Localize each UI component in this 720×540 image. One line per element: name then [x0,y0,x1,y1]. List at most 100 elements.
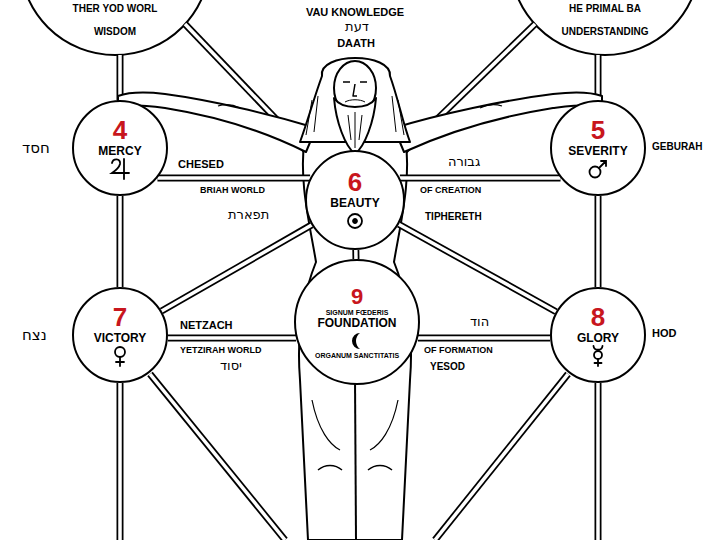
planet-symbol-part [115,347,125,357]
path-connector-core [418,336,550,340]
path-line [117,383,124,540]
planet-symbol-part [594,351,602,359]
figure-knees [318,466,392,471]
path-connector-core [157,176,310,180]
binah-circle [510,0,700,55]
hebrew-name: דעת [345,20,369,35]
sephira-title: DAATH [337,37,375,50]
path-connector [418,338,550,339]
sephira-circle: 4MERCY [72,100,168,196]
path-connector-outline [400,175,561,182]
sephira-circle: 9SIGNUM FŒDERISFOUNDATION ORGANUM SANCTIT… [294,259,420,385]
sephira-circle: 7VICTORY [72,287,168,383]
sephira-name: GLORY [577,332,619,345]
planet-symbol-part [599,161,606,168]
sephira-circle: 5SEVERITY [550,100,646,196]
sephira-title: CHESED [178,158,224,171]
sephira-number: 4 [113,116,127,145]
path-connector [162,225,312,311]
path-line-core [150,374,285,540]
sephira-number: 8 [591,303,605,332]
sephira-circle: 8GLORY [550,287,646,383]
path-connector [157,178,310,179]
path-connector-outline [352,250,359,259]
figure-beard-strands [345,100,365,148]
planet-symbol [343,210,367,232]
planet-symbol [586,345,610,367]
hebrew-name: הוד [470,315,489,330]
path-connector-outline [162,225,312,311]
path-connector [120,196,121,287]
hebrew-name: חסד [22,140,50,157]
world-label: OF CREATION [420,185,481,195]
sephira-number: 5 [591,116,605,145]
planet-symbol-part [112,159,129,179]
path-line-core [435,374,568,540]
planet-symbol [108,345,132,367]
sephira-name: MERCY [98,145,141,158]
figure-features [343,82,367,96]
sephira-name: SEVERITY [568,145,627,158]
path-connector-core [118,196,122,287]
planet-symbol-part [348,214,362,228]
sephira-inscription: THER YOD WORL [73,3,158,15]
path-connector-core [354,250,358,259]
path-connector-outline [418,335,550,342]
figure-leg-line [355,378,356,540]
sephira-title: HOD [652,327,676,340]
planet-symbol [586,158,610,180]
path-connector [168,338,296,339]
path-line [117,55,124,100]
sephira-title: NETZACH [180,319,233,332]
path-line-core [118,55,122,100]
hebrew-name: גבורה [448,155,480,170]
sephira-number: 7 [113,303,127,332]
path-line [435,374,568,540]
sephira-name: VICTORY [94,332,147,345]
path-line [595,383,602,540]
path-connector [399,224,556,311]
path-connector-core [399,224,556,311]
sephira-number: 6 [348,168,362,197]
path-connector-core [400,176,561,180]
world-label: BRIAH WORLD [200,185,265,195]
planet-symbol-part [594,346,603,366]
sephira-circle: 6BEAUTY [305,150,405,250]
sephira-inscription: HE PRIMAL BA [569,3,641,15]
path-line [150,374,285,540]
path-connector-outline [117,196,124,287]
planet-symbol [108,158,132,180]
path-line-core [596,383,600,540]
path-connector-outline [399,224,556,311]
planet-symbol-part [353,219,357,223]
sephira-name: BEAUTY [330,197,379,210]
planet-symbol-part [116,357,124,366]
hebrew-name: תפארת [228,208,269,223]
path-connector [598,196,599,287]
latin-inscription: SIGNUM FŒDERIS [326,309,389,317]
path-connector-outline [157,175,310,182]
chokmah-circle [20,0,210,55]
sephira-title: WISDOM [94,26,136,38]
sephira-title: TIPHERETH [425,211,482,223]
human-figure [118,58,602,540]
sephira-name: FOUNDATION [317,317,396,330]
sephira-number: 9 [351,285,363,309]
latin-inscription: ORGANUM SANCTITATIS [315,352,399,360]
path-connector [400,178,561,179]
planet-symbol [345,330,369,352]
sephira-title: GEBURAH [652,141,703,153]
path-line-core [118,383,122,540]
world-label: OF FORMATION [424,345,493,355]
figure-beard [334,98,376,154]
path-line-core [596,55,600,100]
path-connector [355,250,356,259]
sephira-inscription: VAU KNOWLEDGE [306,6,404,19]
hebrew-name: נצח [22,327,47,344]
path-connector-core [168,336,296,340]
sephira-title: UNDERSTANDING [561,26,648,38]
path-connector-core [162,225,312,311]
figure-thighs [312,400,398,450]
sephira-title: YESOD [430,361,465,373]
